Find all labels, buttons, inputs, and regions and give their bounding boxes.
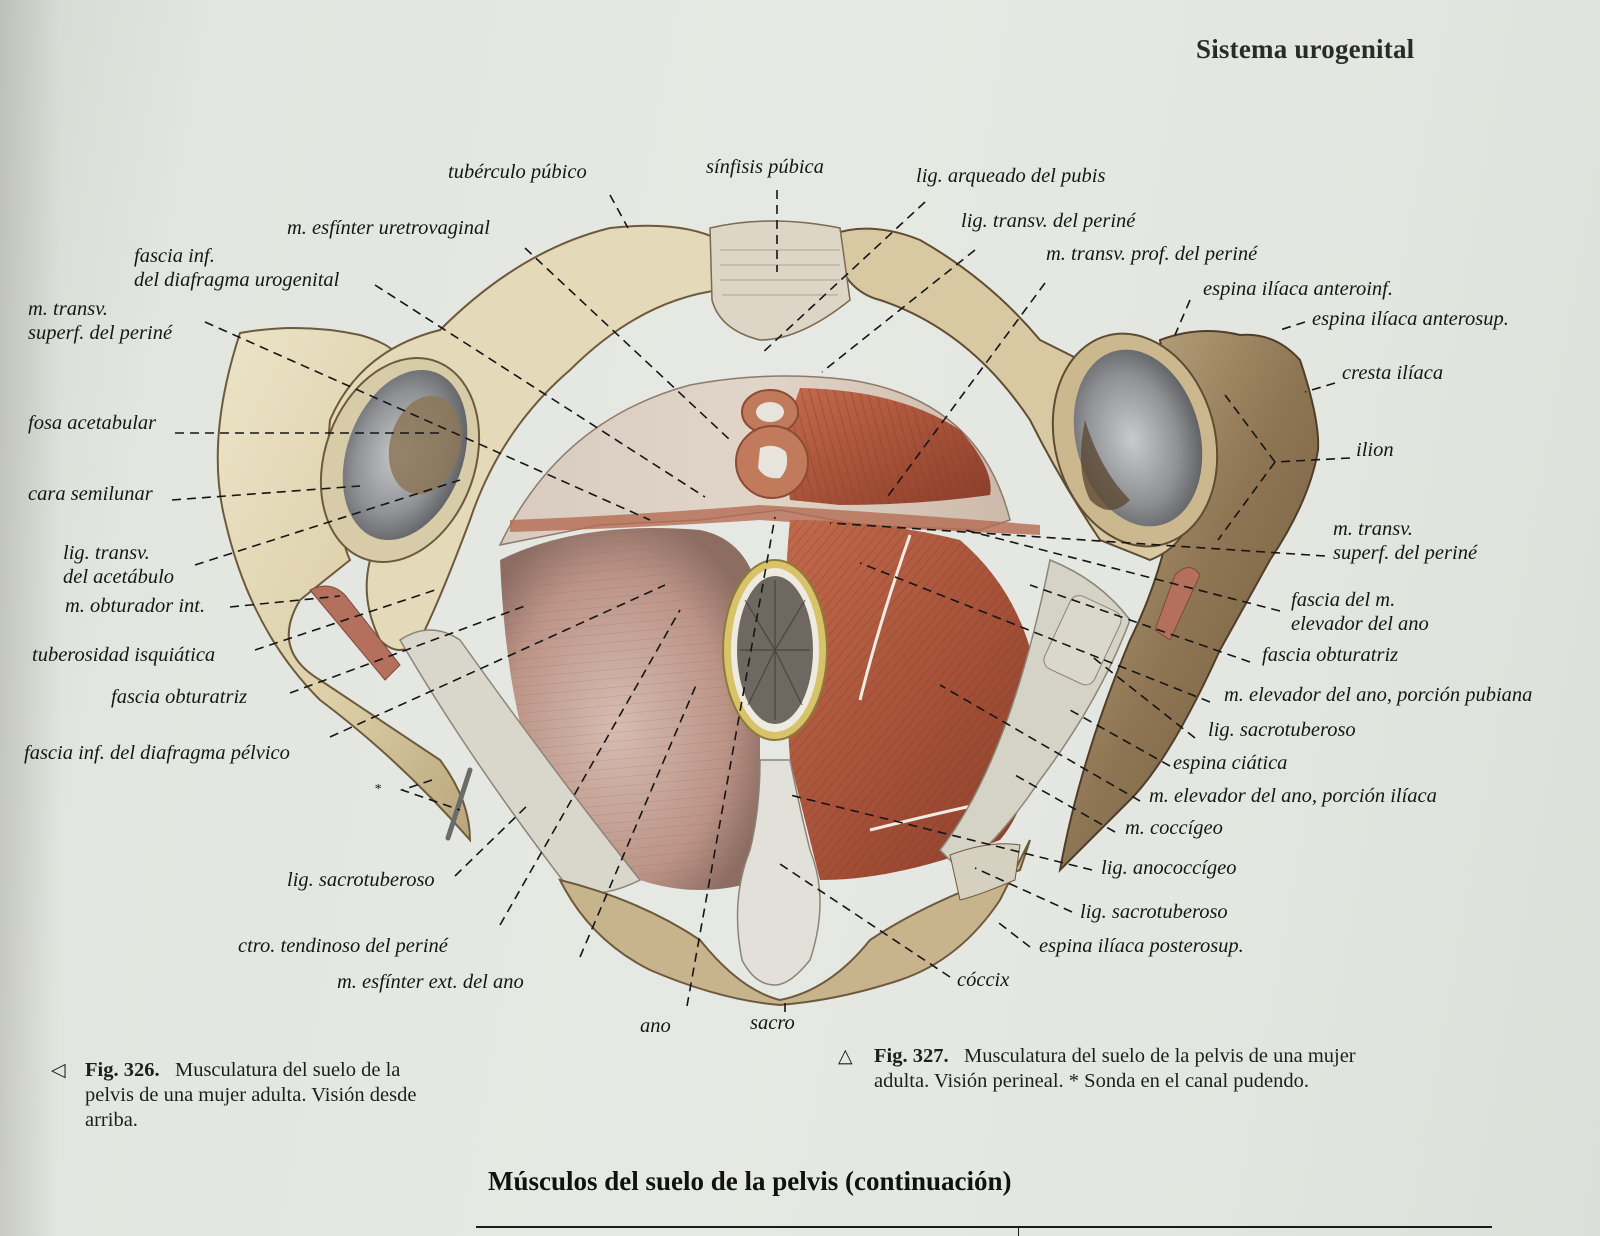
label-m-esfinter-ext-ano: m. esfínter ext. del ano: [337, 971, 524, 993]
label-m-esfinter-uretrovaginal: m. esfínter uretrovaginal: [287, 217, 490, 239]
label-m-coccigeo: m. coccígeo: [1125, 817, 1223, 839]
probe: [445, 767, 473, 841]
label-ctro-tendinoso-perine: ctro. tendinoso del periné: [238, 935, 448, 957]
label-m-elevador-ano-iliaca: m. elevador del ano, porción ilíaca: [1149, 785, 1437, 807]
left-ilium: [216, 326, 472, 843]
sacrum: [558, 839, 1031, 1007]
urethra-vagina: [735, 389, 809, 499]
label-fosa-acetabular: fosa acetabular: [28, 412, 157, 434]
table-column-divider: [1018, 1226, 1019, 1236]
label-coccix: cóccix: [957, 969, 1010, 991]
label-m-obturador-int: m. obturador int.: [65, 595, 206, 617]
label-fascia-inf-diafragma-urogenital: fascia inf. del diafragma urogenital: [134, 245, 340, 291]
label-m-elevador-ano-pubiana: m. elevador del ano, porción pubiana: [1224, 684, 1533, 706]
label-cresta-iliaca: cresta ilíaca: [1342, 362, 1444, 384]
label-fascia-m-elevador-ano: fascia del m. elevador del ano: [1291, 589, 1429, 635]
label-tuberculo-pubico: tubérculo púbico: [448, 161, 587, 183]
label-ilion: ilion: [1356, 439, 1394, 461]
label-tuberosidad-isquiatica: tuberosidad isquiática: [32, 644, 216, 666]
label-fascia-obturatriz-left: fascia obturatriz: [111, 686, 248, 708]
coccyx: [736, 759, 821, 986]
label-lig-anococcigeo: lig. anococcígeo: [1101, 857, 1237, 879]
label-lig-transv-perine: lig. transv. del periné: [961, 210, 1136, 232]
label-asterisk: *: [374, 782, 381, 797]
leader-lines: [171, 190, 1351, 1012]
fig-326-number: Fig. 326.: [85, 1059, 160, 1081]
label-espina-ciatica: espina ciática: [1173, 752, 1288, 774]
section-heading: Músculos del suelo de la pelvis (continu…: [488, 1166, 1012, 1196]
label-m-transv-prof-perine: m. transv. prof. del periné: [1046, 243, 1258, 265]
label-lig-sacrotuberoso-right-1: lig. sacrotuberoso: [1208, 719, 1356, 741]
label-sinfisis-pubica: sínfisis púbica: [706, 156, 824, 178]
label-ano: ano: [640, 1015, 671, 1037]
sacrotuberous-ligament-left: [398, 629, 642, 895]
label-fascia-inf-diafragma-pelvico: fascia inf. del diafragma pélvico: [24, 742, 290, 764]
label-cara-semilunar: cara semilunar: [28, 483, 153, 505]
table-top-rule: [476, 1226, 1492, 1228]
label-fascia-obturatriz-right: fascia obturatriz: [1262, 644, 1399, 666]
label-m-transv-superf-perine-left: m. transv. superf. del periné: [28, 298, 173, 344]
running-header: Sistema urogenital: [1196, 34, 1415, 64]
label-sacro: sacro: [750, 1012, 795, 1034]
label-lig-transv-acetabulo: lig. transv. del acetábulo: [63, 542, 175, 588]
label-espina-iliaca-anteroinf: espina ilíaca anteroinf.: [1203, 278, 1393, 300]
label-lig-sacrotuberoso-left: lig. sacrotuberoso: [287, 869, 435, 891]
label-espina-iliaca-posterosup: espina ilíaca posterosup.: [1039, 935, 1244, 957]
caption-fig-326: ◁ Fig. 326. Musculatura del suelo de la …: [51, 1059, 417, 1131]
label-m-transv-superf-perine-right: m. transv. superf. del periné: [1333, 518, 1478, 564]
caption-fig-327: △ Fig. 327. Musculatura del suelo de la …: [838, 1045, 1356, 1092]
label-lig-arqueado-pubis: lig. arqueado del pubis: [916, 165, 1106, 187]
label-lig-sacrotuberoso-right-2: lig. sacrotuberoso: [1080, 901, 1228, 923]
left-triangle-icon: ◁: [51, 1060, 66, 1081]
fig-327-number: Fig. 327.: [874, 1045, 949, 1067]
up-triangle-icon: △: [838, 1046, 853, 1067]
label-espina-iliaca-anterosup: espina ilíaca anterosup.: [1312, 308, 1509, 330]
